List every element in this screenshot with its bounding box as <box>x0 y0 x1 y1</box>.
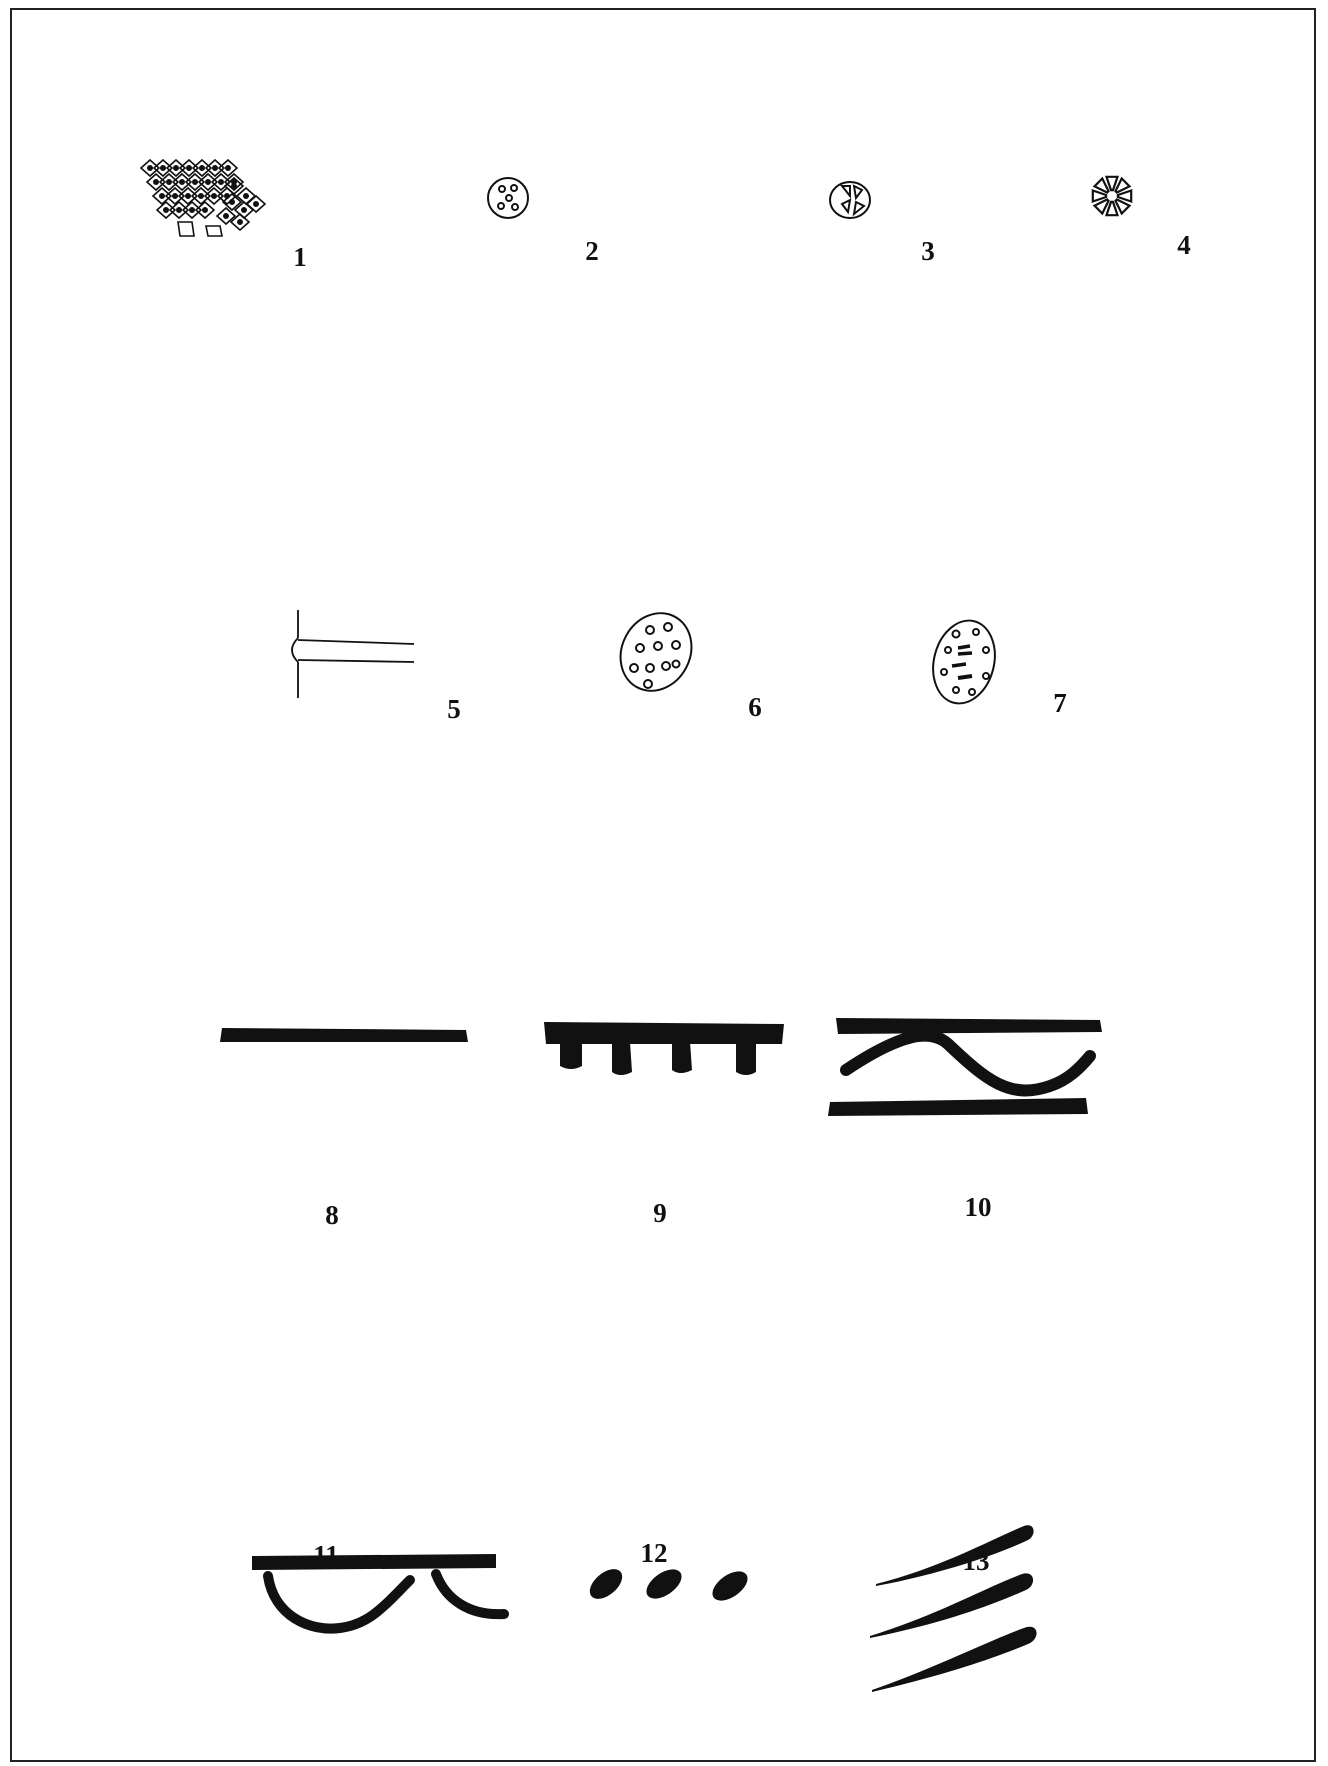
band-with-pendant-drops-icon <box>544 1022 784 1075</box>
figure-number-13: 13 <box>963 1548 990 1575</box>
applied-knob-with-channel-icon <box>292 610 414 698</box>
dotted-circle-stamp-icon <box>488 178 528 218</box>
figure-number-3: 3 <box>921 238 935 265</box>
large-dotted-oval-stamp-icon <box>607 601 705 704</box>
figure-number-9: 9 <box>653 1200 667 1227</box>
horizontal-band-icon <box>220 1028 468 1042</box>
diagonal-strokes-icon <box>870 1525 1037 1692</box>
figure-number-8: 8 <box>325 1202 339 1229</box>
figure-number-1: 1 <box>293 244 307 271</box>
figure-number-7: 7 <box>1053 690 1067 717</box>
figure-number-10: 10 <box>965 1194 992 1221</box>
quartered-circle-stamp-icon <box>830 182 870 218</box>
figure-number-12: 12 <box>641 1540 668 1567</box>
figure-number-2: 2 <box>585 238 599 265</box>
figure-number-5: 5 <box>447 696 461 723</box>
figure-number-6: 6 <box>748 694 762 721</box>
row-of-dabs-icon <box>584 1563 752 1606</box>
radial-rosette-stamp-icon <box>1093 177 1131 215</box>
figure-number-11: 11 <box>313 1542 339 1569</box>
mixed-dotted-oval-stamp-icon <box>925 614 1004 710</box>
band-with-pendant-arcs-icon <box>252 1554 504 1629</box>
wave-between-bands-icon <box>828 1018 1102 1116</box>
net-of-small-cells-icon <box>141 160 265 236</box>
figure-number-4: 4 <box>1177 232 1191 259</box>
